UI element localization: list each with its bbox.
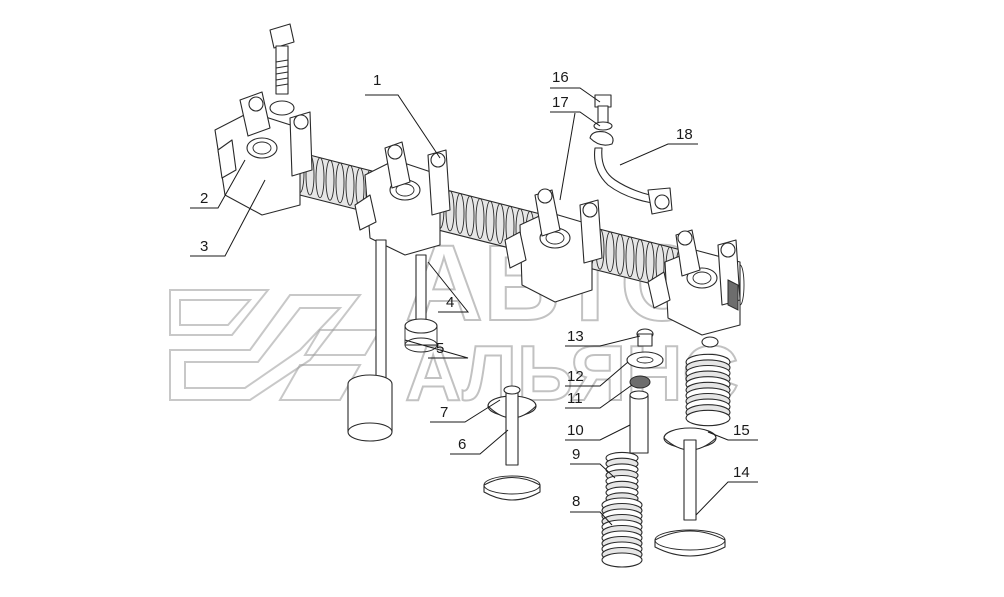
push-rod-left bbox=[347, 239, 393, 442]
callout-4: 4 bbox=[446, 294, 454, 311]
callout-11: 11 bbox=[567, 390, 583, 407]
leader-lines bbox=[190, 87, 758, 526]
rocker-support-third bbox=[504, 188, 603, 303]
callout-1: 1 bbox=[373, 72, 381, 89]
callout-17: 17 bbox=[552, 94, 569, 111]
callout-7: 7 bbox=[440, 404, 448, 421]
callout-9: 9 bbox=[572, 446, 580, 463]
rocker-support-right bbox=[647, 229, 741, 336]
oil-pipe-assembly bbox=[589, 94, 673, 215]
callout-2: 2 bbox=[200, 190, 208, 207]
watermark-emblem bbox=[169, 289, 382, 401]
valve-spring-right bbox=[685, 336, 731, 427]
push-rod-right bbox=[404, 254, 438, 353]
valve-springs-center bbox=[601, 451, 643, 568]
valve-guide-assembly bbox=[626, 328, 664, 454]
valve-14 bbox=[654, 427, 726, 557]
rocker-support-left bbox=[214, 91, 313, 216]
callout-15: 15 bbox=[733, 422, 750, 439]
callout-12: 12 bbox=[567, 368, 584, 385]
valve-6 bbox=[483, 385, 541, 501]
callout-3: 3 bbox=[200, 238, 208, 255]
callout-18: 18 bbox=[676, 126, 693, 143]
mounting-bolt bbox=[269, 23, 295, 116]
callout-10: 10 bbox=[567, 422, 584, 439]
callout-16: 16 bbox=[552, 69, 569, 86]
callout-8: 8 bbox=[572, 493, 580, 510]
callout-14: 14 bbox=[733, 464, 750, 481]
callout-5: 5 bbox=[436, 340, 444, 357]
callout-13: 13 bbox=[567, 328, 584, 345]
rocker-support-middle bbox=[354, 141, 451, 256]
callout-6: 6 bbox=[458, 436, 466, 453]
watermark-line2: АЛЬЯНС bbox=[405, 329, 739, 417]
